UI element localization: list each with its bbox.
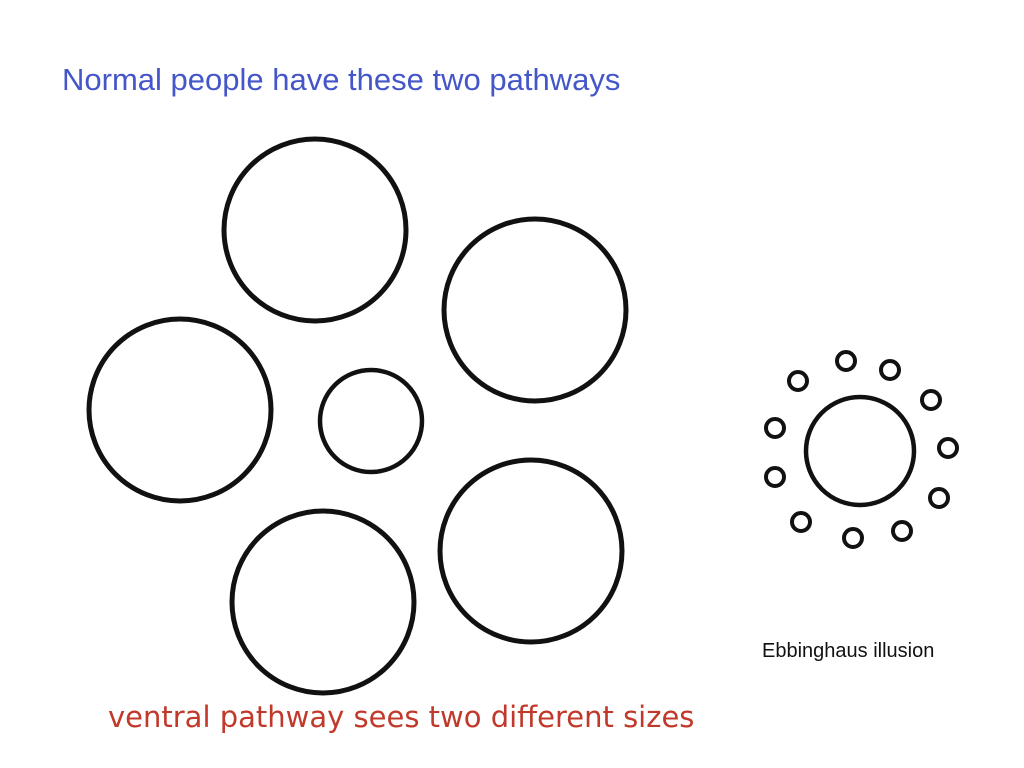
center-circle-left (317, 367, 425, 475)
large-surround-circle-lower-right (437, 457, 625, 645)
small-surround-circle (764, 417, 786, 439)
large-surround-circle-upper-right (441, 216, 629, 404)
small-surround-circle (879, 359, 901, 381)
ventral-pathway-caption: ventral pathway sees two different sizes (108, 700, 695, 734)
large-surround-circle-top (221, 136, 409, 324)
small-surround-circle (937, 437, 959, 459)
small-surround-circle (920, 389, 942, 411)
slide-title: Normal people have these two pathways (62, 62, 621, 97)
small-surround-circle (835, 350, 857, 372)
center-circle-right (803, 394, 917, 508)
large-surround-circle-left (86, 316, 274, 504)
small-surround-circle (891, 520, 913, 542)
small-surround-circle (842, 527, 864, 549)
small-surround-circle (787, 370, 809, 392)
small-surround-circle (928, 487, 950, 509)
small-surround-circle (790, 511, 812, 533)
illusion-caption: Ebbinghaus illusion (762, 640, 935, 662)
small-surround-circle (764, 466, 786, 488)
large-surround-circle-bottom (229, 508, 417, 696)
